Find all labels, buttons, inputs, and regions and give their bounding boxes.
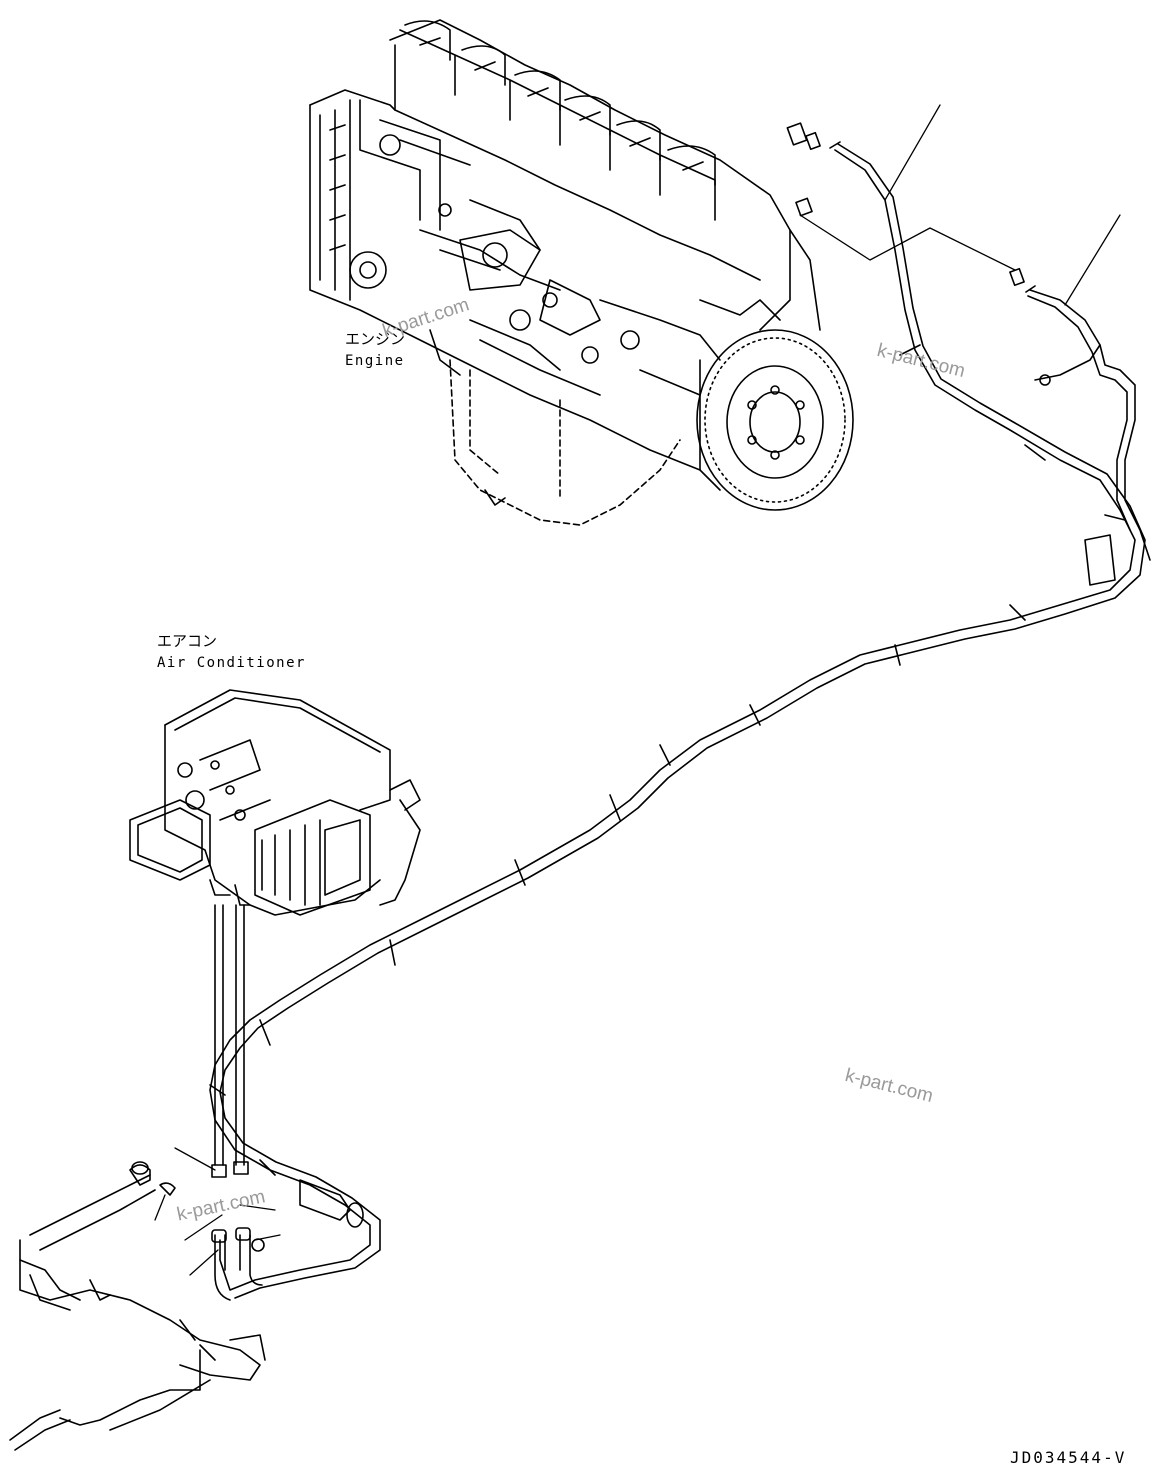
engine-label-en: Engine — [345, 353, 405, 369]
aircon-label-jp: エアコン — [157, 632, 218, 650]
leader-lines — [154, 104, 1121, 1276]
aircon-label-en: Air Conditioner — [157, 655, 306, 671]
lower-harness — [9, 1161, 266, 1451]
aircon-illustration — [129, 689, 421, 916]
hose-assembly — [209, 122, 1151, 1301]
engine-label-jp: エンジン — [345, 330, 406, 348]
engine-illustration — [309, 19, 854, 526]
drawing-code: JD034544-V — [1010, 1448, 1127, 1467]
